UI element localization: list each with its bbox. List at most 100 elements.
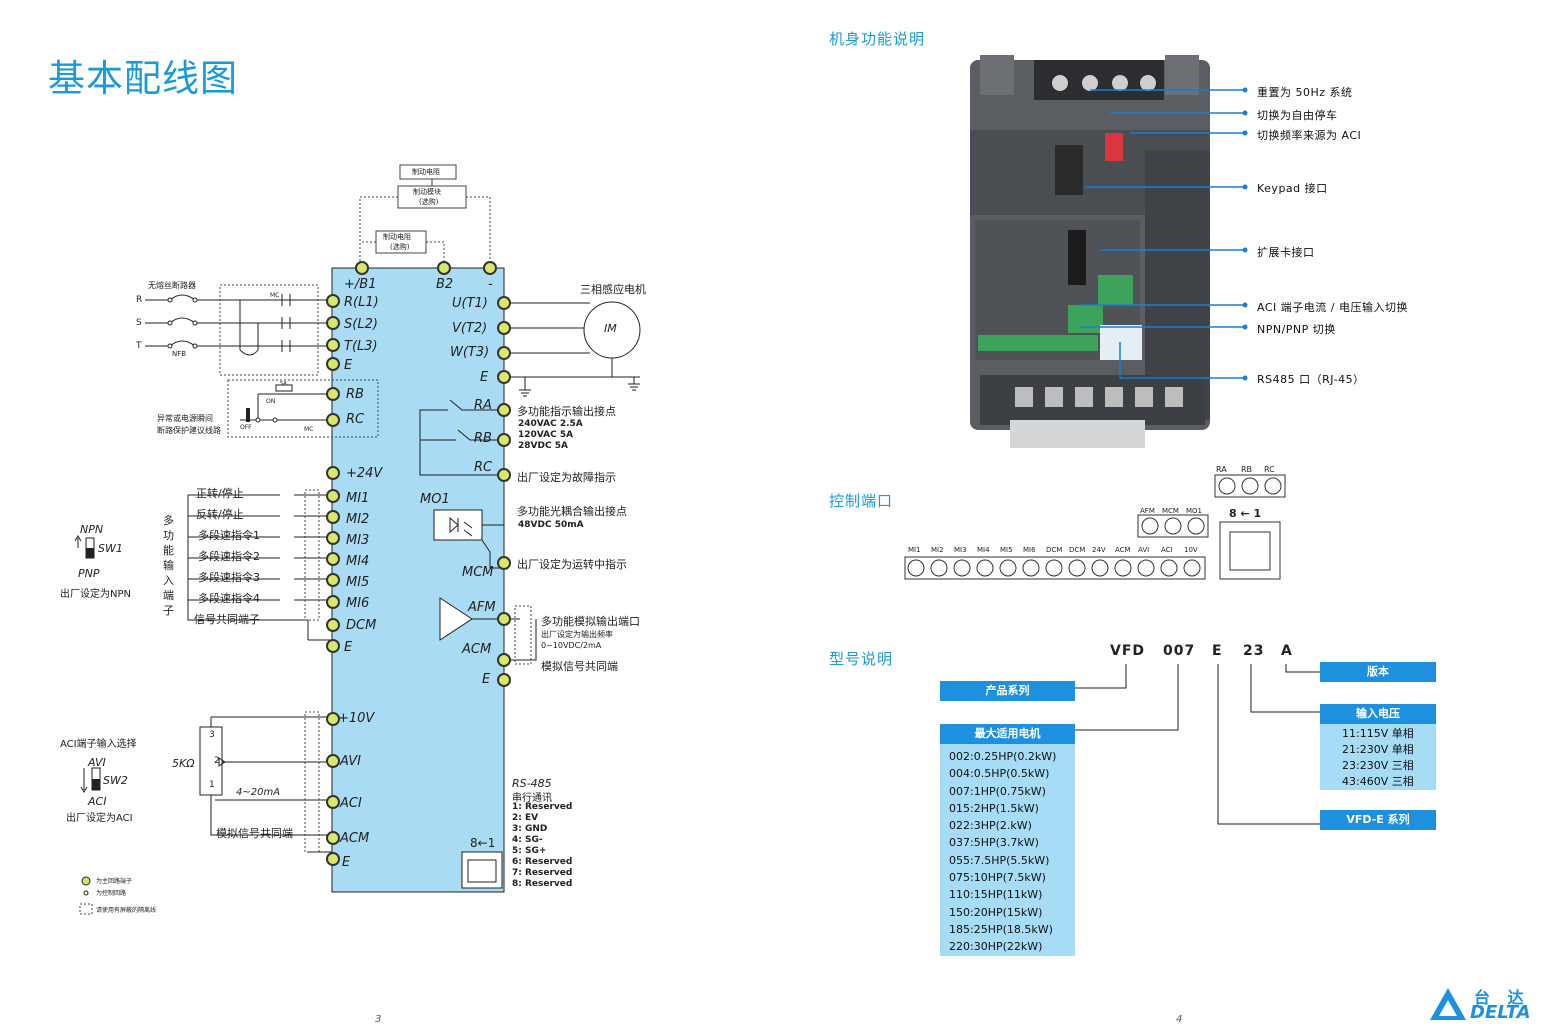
terminal-rb-left: RB [346, 387, 364, 402]
rs485-pin-3: 3: GND [512, 824, 548, 834]
terminal-rc-left: RC [346, 412, 365, 427]
common-terminal: 信号共同端子 [194, 613, 260, 626]
terminal-screw [1091, 559, 1109, 577]
terminal-rc-right: RC [474, 460, 493, 475]
delta-logo-icon [1430, 988, 1466, 1020]
pot-pin-2: 2 [214, 756, 220, 766]
voltage-item: 43:460V 三相 [1342, 775, 1414, 788]
code-23: 23 [1243, 643, 1265, 659]
legend-control: 为控制回路 [96, 890, 127, 897]
motor-title: 三相感应电机 [580, 283, 646, 296]
terminal-avi: AVI [340, 754, 361, 769]
relay-rating-1: 240VAC 2.5A [518, 419, 583, 429]
motor-item: 075:10HP(7.5kW) [949, 871, 1046, 885]
rs485-pin-8: 8: Reserved [512, 879, 573, 889]
rs485-subtitle: 串行通讯 [512, 793, 552, 804]
bottom-terminal-label: ACM [1115, 546, 1131, 554]
terminal-dot [326, 831, 340, 845]
phase-r: R [136, 295, 143, 305]
terminal-s: S(L2) [344, 317, 378, 332]
terminal-e3: E [342, 855, 351, 870]
relay-title: 多功能指示输出接点 [517, 405, 616, 418]
relay-default: 出厂设定为故障指示 [517, 471, 616, 484]
terminal-dot [326, 754, 340, 768]
brake-resistor-note: (选购) [390, 243, 410, 251]
brake-resistor: 制动电阻 [383, 233, 411, 241]
motor-item: 110:15HP(11kW) [949, 888, 1043, 902]
page-number-right: 4 [1176, 1014, 1183, 1025]
aci-switch-label: ACI [88, 795, 107, 808]
bottom-terminal-label: MI6 [1023, 546, 1036, 554]
terminal-dot [497, 612, 511, 626]
protection-line2: 断路保护建议线路 [157, 426, 221, 435]
terminal-afm: AFM [468, 600, 496, 615]
callout-expansion: 扩展卡接口 [1257, 246, 1315, 259]
analog-range: 0~10VDC/2mA [541, 641, 602, 650]
motor-item: 037:5HP(3.7kW) [949, 836, 1039, 850]
terminal-dot [497, 346, 511, 360]
terminal-screw [999, 559, 1017, 577]
pot-pin-1: 1 [209, 780, 215, 790]
motor-item: 004:0.5HP(0.5kW) [949, 767, 1050, 781]
multi-input-vertical: 多功能输入端子 [163, 514, 174, 617]
drive-photo [970, 55, 1210, 448]
callout-aci-switch: ACI 端子电流 / 电压输入切换 [1257, 301, 1408, 314]
code-vfd: VFD [1110, 643, 1146, 659]
terminal-dot [326, 316, 340, 330]
terminal-screw [1160, 559, 1178, 577]
phase-s: S [136, 318, 142, 328]
brake-module-note: (选购) [419, 198, 439, 206]
legend-main: 为主回路端子 [96, 878, 133, 885]
breaker-label: 无熔丝断路器 [148, 281, 196, 290]
relay-rating-2: 120VAC 5A [518, 430, 574, 440]
mid-term-afm: AFM [1140, 507, 1155, 515]
analog-input-common: 模拟信号共同端 [216, 827, 293, 840]
page-title: 基本配线图 [48, 57, 238, 100]
terminal-dot [437, 261, 451, 275]
control-terminal-block [904, 474, 1286, 580]
terminal-screw [1045, 559, 1063, 577]
terminal-dot [497, 468, 511, 482]
relay-rating-3: 28VDC 5A [518, 441, 568, 451]
mid-term-mcm: MCM [1162, 507, 1179, 515]
phase-t: T [136, 341, 142, 351]
mid-term-mo1: MO1 [1186, 507, 1203, 515]
terminal-screw [1068, 559, 1086, 577]
terminal-dot [497, 673, 511, 687]
terminal-screw [1137, 559, 1155, 577]
terminal-24v: +24V [346, 466, 383, 481]
relay-term-rc: RC [1264, 465, 1275, 474]
terminal-rb-right: RB [474, 431, 492, 446]
terminal-mi6: MI6 [346, 596, 370, 611]
motor-item: 022:3HP(2.kW) [949, 819, 1032, 833]
rs485-pin-1: 1: Reserved [512, 802, 573, 812]
terminal-mi4: MI4 [346, 554, 370, 569]
page-number-left: 3 [375, 1014, 382, 1025]
pot-value: 5KΩ [172, 757, 195, 770]
terminal-dot [497, 653, 511, 667]
aci-select-label: ACI端子输入选择 [60, 739, 137, 750]
callout-npn-pnp: NPN/PNP 切换 [1257, 323, 1336, 336]
model-connector-lines [1074, 664, 1320, 825]
terminal-u: U(T1) [452, 296, 488, 311]
terminal-dot [497, 296, 511, 310]
motor-item: 220:30HP(22kW) [949, 940, 1043, 954]
callout-lines [1080, 87, 1248, 381]
relay-term-rb: RB [1241, 465, 1253, 474]
code-e: E [1212, 643, 1223, 659]
terminal-dot [326, 510, 340, 524]
rs485-pin-5: 5: SG+ [512, 846, 547, 856]
terminal-v: V(T2) [452, 321, 488, 336]
nfb-label: NFB [172, 350, 187, 358]
code-007: 007 [1163, 643, 1196, 659]
terminal-mi3: MI3 [346, 533, 370, 548]
motor-item: 185:25HP(18.5kW) [949, 922, 1053, 936]
motor-item: 002:0.25HP(0.2kW) [949, 750, 1057, 763]
voltage-item: 23:230V 三相 [1342, 759, 1414, 772]
callout-50hz: 重置为 50Hz 系统 [1257, 86, 1353, 99]
bottom-terminal-label: MI3 [954, 546, 967, 554]
terminal-acm-right: ACM [462, 642, 492, 657]
terminal-10v: +10V [338, 711, 375, 726]
rs485-pin-2: 2: EV [512, 813, 539, 823]
terminal-acm-left: ACM [340, 831, 370, 846]
